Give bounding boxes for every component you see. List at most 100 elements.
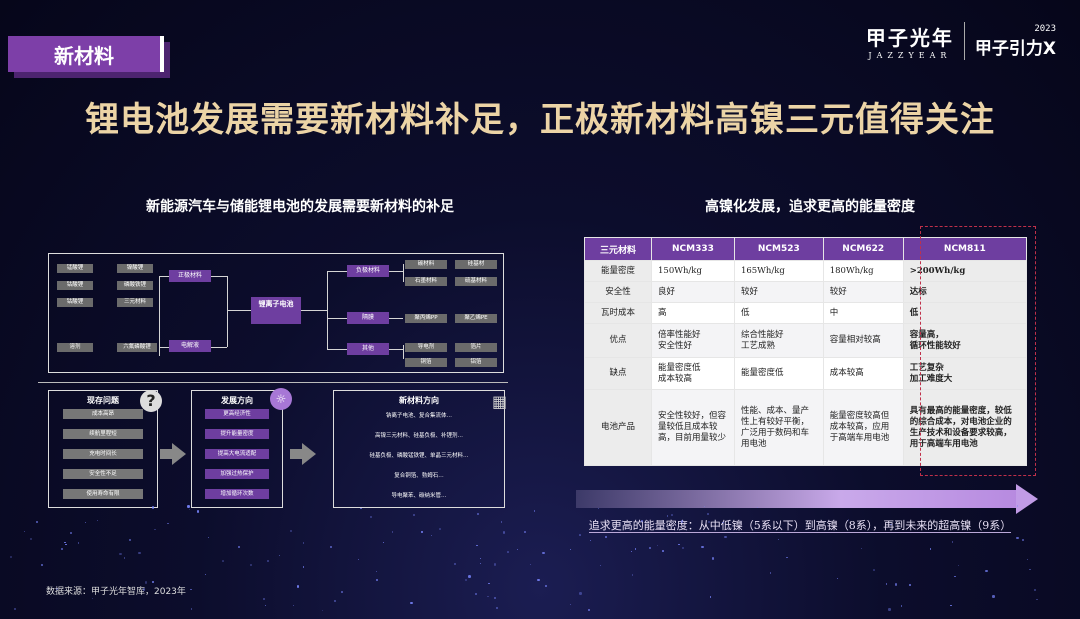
- particle-dot: [188, 508, 190, 511]
- particle-dot: [516, 548, 518, 550]
- particle-dot: [370, 516, 373, 519]
- particle-dot: [900, 605, 903, 607]
- particle-dot: [190, 588, 193, 591]
- particle-dot: [701, 546, 704, 549]
- material-item: 高镍三元材料、硅基负极、补锂剂…: [374, 433, 463, 439]
- particle-dot: [703, 505, 705, 507]
- flow-node: 硅基材: [455, 260, 497, 269]
- particle-dot: [167, 522, 169, 524]
- table-header: NCM622: [822, 237, 904, 261]
- flow-node: 六氟磷酸锂: [117, 343, 157, 352]
- table-cell: 较好: [733, 281, 824, 303]
- direction-item: 增加循环次数: [205, 489, 269, 499]
- particle-dot: [412, 514, 415, 517]
- particle-dot: [138, 551, 141, 555]
- particle-dot: [322, 609, 324, 611]
- particle-dot: [1022, 539, 1025, 541]
- particle-dot: [360, 507, 362, 509]
- particle-dot: [129, 539, 131, 541]
- particle-dot: [152, 581, 154, 583]
- table-cell: 成本较高: [822, 357, 904, 390]
- particle-dot: [329, 545, 333, 548]
- battery-material-flow: 锰酸锂 钴酸锂 钴酸锂 镍酸锂 磷酸铁锂 三元材料 溶剂 六氟磷酸锂 正极材料 …: [48, 253, 504, 373]
- flow-node: 铜箔: [405, 358, 447, 367]
- particle-dot: [666, 515, 668, 517]
- table-cell: 较好: [822, 281, 904, 303]
- particle-dot: [711, 557, 715, 560]
- particle-dot: [464, 578, 467, 581]
- particle-dot: [238, 546, 241, 549]
- problem-item: 充电时间长: [63, 449, 143, 459]
- particle-dot: [724, 536, 727, 539]
- particle-dot: [296, 585, 299, 588]
- table-header: 三元材料: [584, 237, 652, 261]
- particle-dot: [204, 574, 207, 576]
- particle-dot: [119, 552, 122, 555]
- particle-dot: [597, 507, 600, 510]
- table-cell: 能量密度低: [733, 357, 824, 390]
- particle-dot: [64, 543, 67, 546]
- particle-dot: [873, 569, 876, 572]
- particle-dot: [681, 546, 684, 549]
- flow-node: 硫基材料: [455, 277, 497, 286]
- particle-dot: [476, 512, 480, 516]
- flow-node: 导电剂: [405, 343, 447, 352]
- particle-dot: [709, 596, 712, 598]
- particle-dot: [207, 536, 209, 538]
- particle-dot: [475, 544, 478, 547]
- particle-dot: [630, 551, 633, 553]
- particle-dot: [895, 583, 898, 586]
- table-cell: 150Wh/kg: [651, 260, 735, 282]
- particle-dot: [756, 506, 758, 508]
- flow-node: 聚乙烯PE: [455, 314, 497, 323]
- particle-dot: [589, 539, 592, 541]
- particle-dot: [431, 534, 433, 536]
- particle-dot: [641, 520, 644, 523]
- flow-node: 石墨材料: [405, 277, 447, 286]
- direction-item: 加强过热保护: [205, 469, 269, 479]
- flow-node: 溶剂: [57, 343, 93, 352]
- table-cell: 180Wh/kg: [822, 260, 904, 282]
- particle-dot: [579, 592, 582, 595]
- particle-dot: [671, 514, 674, 516]
- new-materials-box: 新材料方向 钠离子电池、复合集流体… 高镍三元材料、硅基负极、补锂剂… 硅基负极…: [333, 390, 505, 508]
- particle-dot: [84, 521, 86, 524]
- particle-dot: [70, 531, 72, 534]
- problems-title: 现存问题: [87, 396, 119, 405]
- particle-dot: [410, 601, 413, 605]
- row-label: 缺点: [584, 357, 652, 390]
- table-row: 优点 倍率性能好 安全性好 综合性能好 工艺成熟 容量相对较高 容量高， 循环性…: [584, 323, 1028, 358]
- brand-divider: [963, 22, 965, 60]
- particle-dot: [545, 584, 548, 587]
- flow-node: 箔片: [455, 343, 497, 352]
- particle-dot: [529, 563, 531, 566]
- flow-anode: 负极材料: [347, 265, 389, 277]
- table-header: NCM811: [902, 237, 1028, 261]
- flow-node: 三元材料: [117, 298, 153, 307]
- particle-dot: [475, 593, 477, 595]
- problem-item: 使用寿命有限: [63, 489, 143, 499]
- particle-dot: [957, 564, 959, 566]
- particle-dot: [680, 520, 684, 523]
- section-tag: 新材料: [8, 36, 164, 72]
- material-item: 钠离子电池、复合集流体…: [385, 413, 452, 419]
- flow-node: 锰酸锂: [57, 264, 93, 273]
- particle-dot: [341, 590, 343, 593]
- left-subtitle: 新能源汽车与储能锂电池的发展需要新材料的补足: [146, 199, 454, 215]
- particle-dot: [634, 548, 637, 550]
- particle-dot: [421, 531, 423, 533]
- table-row: 安全性 良好 较好 较好 达标: [584, 281, 1028, 303]
- particle-dot: [302, 542, 305, 544]
- particle-dot: [992, 595, 995, 598]
- table-cell: 综合性能好 工艺成熟: [733, 323, 824, 358]
- direction-item: 提高大电流适配: [205, 449, 269, 459]
- particle-dot: [10, 556, 12, 558]
- particle-dot: [502, 531, 506, 534]
- ncm-comparison-table: 三元材料 NCM333 NCM523 NCM622 NCM811 能量密度 15…: [584, 237, 1028, 466]
- particle-dot: [605, 536, 608, 539]
- flow-cathode: 正极材料: [169, 270, 211, 282]
- question-icon: ?: [140, 390, 162, 412]
- particle-dot: [267, 559, 270, 562]
- particle-dot: [142, 588, 146, 591]
- particle-dot: [885, 583, 888, 585]
